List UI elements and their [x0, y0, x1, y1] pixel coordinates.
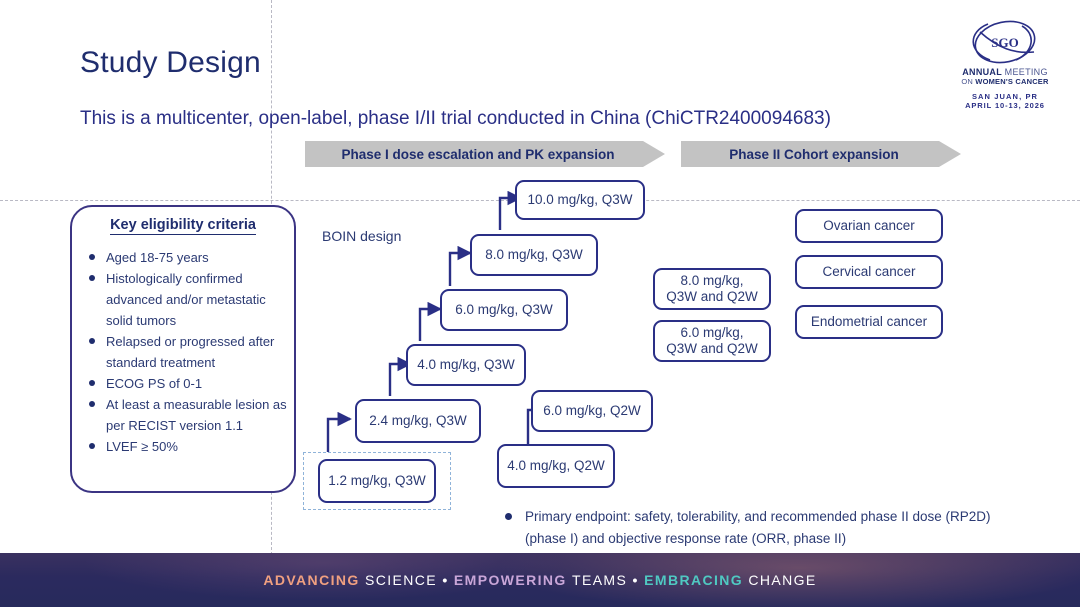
dose-box-4-0-q2w[interactable]: 4.0 mg/kg, Q2W [497, 444, 615, 488]
dose-box-6-0-q2w[interactable]: 6.0 mg/kg, Q2W [531, 390, 653, 432]
subtitle: This is a multicenter, open-label, phase… [80, 108, 831, 129]
bullet-icon [89, 380, 95, 386]
pk-expansion-schedule: Q3W and Q2W [666, 289, 758, 304]
dose-box-4-0-q3w[interactable]: 4.0 mg/kg, Q3W [406, 344, 526, 386]
logo-line-2: ON WOMEN'S CANCER [950, 77, 1060, 86]
starting-dose-highlight [303, 452, 451, 510]
cohort-box-endometrial-cancer[interactable]: Endometrial cancer [795, 305, 943, 339]
bullet-icon [89, 254, 95, 260]
dose-box-6-0-q3w[interactable]: 6.0 mg/kg, Q3W [440, 289, 568, 331]
list-item: ECOG PS of 0-1 [86, 373, 290, 394]
dose-box-2-4-q3w[interactable]: 2.4 mg/kg, Q3W [355, 399, 481, 443]
footer-tagline: ADVANCING SCIENCE • EMPOWERING TEAMS • E… [263, 572, 816, 588]
phase-1-banner: Phase I dose escalation and PK expansion [305, 141, 665, 167]
phase-2-banner: Phase II Cohort expansion [681, 141, 961, 167]
primary-endpoint-text: Primary endpoint: safety, tolerability, … [525, 509, 991, 546]
eligibility-list: Aged 18-75 years Histologically confirme… [86, 247, 290, 457]
logo-meeting: MEETING [1004, 67, 1048, 77]
bullet-icon [89, 401, 95, 407]
tagline-science: SCIENCE [364, 572, 438, 588]
eligibility-title-text: Key eligibility criteria [110, 217, 256, 235]
pk-expansion-dose: 6.0 mg/kg, [680, 325, 744, 340]
page-title: Study Design [80, 46, 261, 79]
list-item: LVEF ≥ 50% [86, 436, 290, 457]
list-item-text: Relapsed or progressed after standard tr… [106, 334, 275, 370]
pk-expansion-box-6-0[interactable]: 6.0 mg/kg, Q3W and Q2W [653, 320, 771, 362]
cohort-box-cervical-cancer[interactable]: Cervical cancer [795, 255, 943, 289]
logo-annual: ANNUAL [962, 67, 1002, 77]
pk-expansion-dose: 8.0 mg/kg, [680, 273, 744, 288]
bullet-icon [89, 338, 95, 344]
list-item-text: Aged 18-75 years [106, 250, 209, 265]
list-item-text: ECOG PS of 0-1 [106, 376, 203, 391]
sgo-monogram: SGO [991, 35, 1018, 50]
list-item-text: LVEF ≥ 50% [106, 439, 178, 454]
bullet-icon [89, 443, 95, 449]
logo-line-1: ANNUAL MEETING [950, 67, 1060, 77]
list-item: Relapsed or progressed after standard tr… [86, 331, 290, 373]
bullet-icon [89, 275, 95, 281]
footer-banner: ADVANCING SCIENCE • EMPOWERING TEAMS • E… [0, 553, 1080, 607]
boin-design-label: BOIN design [322, 228, 402, 244]
list-item: Aged 18-75 years [86, 247, 290, 268]
dose-box-1-2-q3w[interactable]: 1.2 mg/kg, Q3W [318, 459, 436, 503]
cohort-box-ovarian-cancer[interactable]: Ovarian cancer [795, 209, 943, 243]
dose-box-10-0-q3w[interactable]: 10.0 mg/kg, Q3W [515, 180, 645, 220]
pk-expansion-box-8-0[interactable]: 8.0 mg/kg, Q3W and Q2W [653, 268, 771, 310]
logo-date: APRIL 10-13, 2026 [965, 101, 1045, 110]
eligibility-title: Key eligibility criteria [72, 217, 294, 235]
tagline-dot-2: • [632, 572, 639, 588]
pk-expansion-schedule: Q3W and Q2W [666, 341, 758, 356]
tagline-change: CHANGE [748, 572, 817, 588]
list-item: At least a measurable lesion as per RECI… [86, 394, 290, 436]
primary-endpoint: Primary endpoint: safety, tolerability, … [505, 506, 1005, 550]
sgo-logo-mark: SGO [950, 18, 1060, 66]
list-item-text: At least a measurable lesion as per RECI… [106, 397, 287, 433]
logo-on: ON [961, 77, 973, 86]
list-item-text: Histologically confirmed advanced and/or… [106, 271, 266, 328]
tagline-embracing: EMBRACING [644, 572, 744, 588]
bullet-icon [505, 513, 512, 520]
list-item: Histologically confirmed advanced and/or… [86, 268, 290, 331]
logo-womens-cancer: WOMEN'S CANCER [975, 77, 1049, 86]
key-eligibility-criteria-box: Key eligibility criteria Aged 18-75 year… [70, 205, 296, 493]
sgo-logo: SGO ANNUAL MEETING ON WOMEN'S CANCER SAN… [950, 18, 1060, 114]
sgo-swirl-icon: SGO [972, 20, 1036, 64]
tagline-dot-1: • [442, 572, 449, 588]
dose-box-8-0-q3w[interactable]: 8.0 mg/kg, Q3W [470, 234, 598, 276]
tagline-empowering: EMPOWERING [453, 572, 567, 588]
tagline-teams: TEAMS [572, 572, 628, 588]
tagline-advancing: ADVANCING [263, 572, 360, 588]
logo-location: SAN JUAN, PR [971, 92, 1039, 101]
